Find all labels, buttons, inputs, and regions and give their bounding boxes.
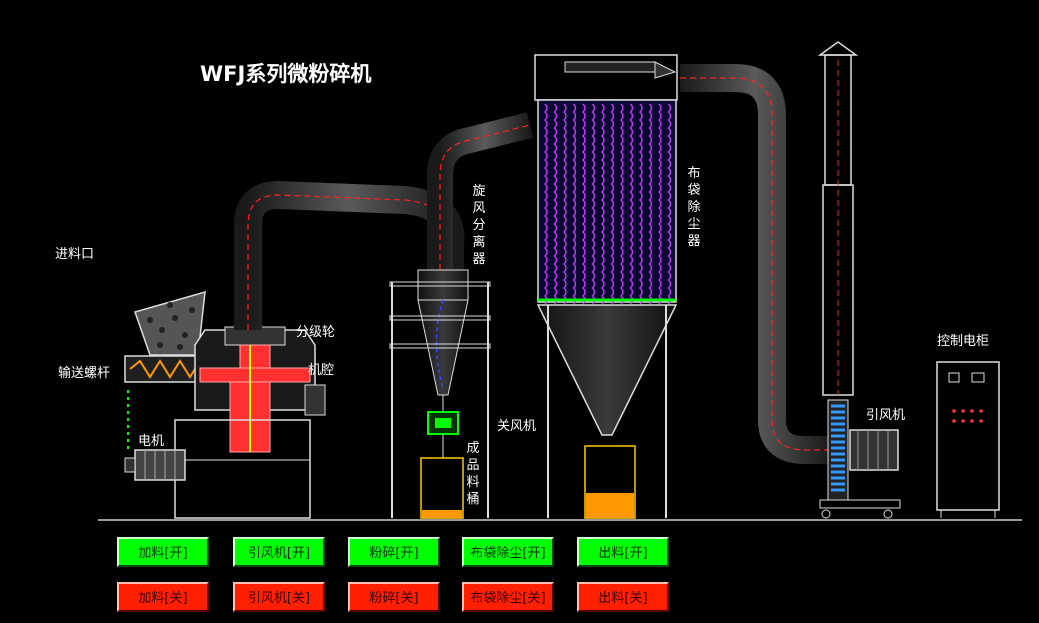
filter-bag	[591, 103, 596, 305]
filter-bag	[553, 103, 558, 305]
filter-bag	[667, 103, 672, 305]
bag-filter-off-button[interactable]: 布袋除尘[关]	[462, 582, 554, 612]
filter-bag	[563, 103, 567, 305]
filter-bag	[544, 103, 548, 305]
duct-filter-to-fan	[680, 64, 830, 464]
filter-bag	[572, 103, 577, 305]
label-feed-inlet: 进料口	[55, 247, 95, 262]
discharge-on-button[interactable]: 出料[开]	[577, 537, 669, 567]
indicator-light	[952, 409, 956, 413]
indicator-light	[970, 419, 974, 423]
indicator-light	[961, 409, 965, 413]
page-title: WFJ系列微粉碎机	[200, 62, 372, 86]
label-chamber: 机腔	[308, 363, 335, 378]
filter-bag	[629, 103, 634, 305]
filter-bag	[658, 103, 662, 305]
indicator-light	[952, 419, 956, 423]
indicator-light	[961, 419, 965, 423]
label-control-cabinet: 控制电柜	[937, 334, 990, 349]
indicator-light	[970, 409, 974, 413]
indicator-light	[979, 409, 983, 413]
feed-on-button[interactable]: 加料[开]	[117, 537, 209, 567]
bag-filter-on-button[interactable]: 布袋除尘[开]	[462, 537, 554, 567]
filter-bag	[620, 103, 624, 305]
filter-bag	[639, 103, 643, 305]
indicator-light	[979, 419, 983, 423]
filter-bag	[582, 103, 586, 305]
grind-off-button[interactable]: 粉碎[关]	[348, 582, 440, 612]
feed-off-button[interactable]: 加料[关]	[117, 582, 209, 612]
control-cabinet	[936, 361, 1000, 518]
bag-filter	[534, 54, 678, 519]
label-cyclone: 旋风分离器	[472, 184, 486, 267]
product-bin	[420, 457, 464, 519]
fan-on-button[interactable]: 引风机[开]	[233, 537, 325, 567]
label-classifier-wheel: 分级轮	[296, 325, 336, 340]
filter-bag	[648, 103, 653, 305]
grind-on-button[interactable]: 粉碎[开]	[348, 537, 440, 567]
filter-bag	[610, 103, 615, 305]
fan-off-button[interactable]: 引风机[关]	[233, 582, 325, 612]
mill-unit	[124, 290, 326, 519]
label-screw-conveyor: 输送螺杆	[58, 366, 111, 381]
label-motor: 电机	[138, 434, 165, 449]
filter-bag	[601, 103, 605, 305]
label-fan: 引风机	[866, 408, 906, 423]
label-bag-filter: 布袋除尘器	[687, 166, 701, 249]
label-airlock: 关风机	[497, 419, 537, 434]
discharge-off-button[interactable]: 出料[关]	[577, 582, 669, 612]
duct-mill-to-cyclone	[234, 112, 534, 330]
cyclone	[389, 269, 491, 519]
exhaust-stack	[817, 41, 859, 396]
induced-draft-fan	[819, 399, 901, 519]
motor	[134, 449, 186, 481]
label-product-bin: 成品料桶	[466, 441, 480, 507]
